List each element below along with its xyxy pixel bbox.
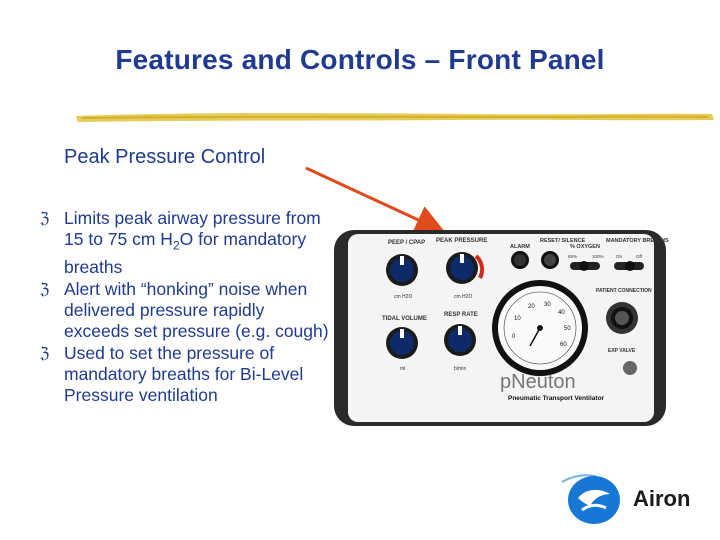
svg-text:30: 30 (544, 302, 551, 308)
svg-text:% OXYGEN: % OXYGEN (570, 244, 600, 250)
svg-text:0: 0 (512, 334, 516, 340)
pointer-arrow (305, 166, 446, 234)
svg-text:40: 40 (558, 310, 565, 316)
svg-text:PATIENT CONNECTION: PATIENT CONNECTION (596, 288, 652, 294)
svg-text:MANDATORY BREATHS: MANDATORY BREATHS (606, 238, 669, 244)
bullet-item: ℨ Alert with “honking” noise when delive… (40, 278, 329, 341)
svg-text:On: On (616, 254, 623, 259)
svg-text:PEEP / CPAP: PEEP / CPAP (388, 240, 425, 246)
svg-text:b/min: b/min (454, 366, 466, 372)
svg-text:ALARM: ALARM (510, 244, 530, 250)
svg-text:RESET/ SILENCE: RESET/ SILENCE (540, 238, 586, 244)
svg-text:TIDAL VOLUME: TIDAL VOLUME (382, 316, 427, 322)
logo-text: Airon (633, 486, 691, 511)
svg-text:cm H2O: cm H2O (394, 294, 412, 300)
slide-subtitle: Peak Pressure Control (64, 146, 266, 168)
svg-text:Off: Off (636, 254, 643, 259)
bullet-list: ℨ Limits peak airway pressure from 15 to… (40, 208, 330, 407)
svg-text:ml: ml (400, 366, 405, 372)
svg-text:Pneumatic Transport Ventilator: Pneumatic Transport Ventilator (508, 395, 605, 402)
svg-text:60: 60 (560, 342, 567, 348)
svg-text:100%: 100% (592, 254, 604, 259)
svg-text:RESP RATE: RESP RATE (444, 312, 478, 318)
bullet-marker-icon: ℨ (40, 344, 50, 362)
airon-logo-icon (561, 474, 620, 524)
slide-title: Features and Controls – Front Panel (115, 44, 605, 75)
bullet-item: ℨ Limits peak airway pressure from 15 to… (40, 208, 321, 277)
svg-text:20: 20 (528, 304, 535, 310)
bullet-marker-icon: ℨ (40, 210, 50, 227)
title-underline (76, 113, 714, 122)
svg-text:EXP VALVE: EXP VALVE (608, 348, 636, 354)
bullet-marker-icon: ℨ (40, 280, 50, 298)
svg-text:50: 50 (564, 326, 571, 332)
ventilator-front-panel-image: PEEP / CPAP PEAK PRESSURE ALARM RESET/ S… (334, 230, 669, 426)
svg-text:65%: 65% (568, 254, 577, 259)
svg-text:10: 10 (514, 316, 521, 322)
svg-text:pNeuton: pNeuton (500, 371, 576, 393)
svg-text:cm H2O: cm H2O (454, 294, 472, 300)
bullet-item: ℨ Used to set the pressure of mandatory … (40, 342, 304, 405)
svg-text:PEAK PRESSURE: PEAK PRESSURE (436, 238, 487, 244)
